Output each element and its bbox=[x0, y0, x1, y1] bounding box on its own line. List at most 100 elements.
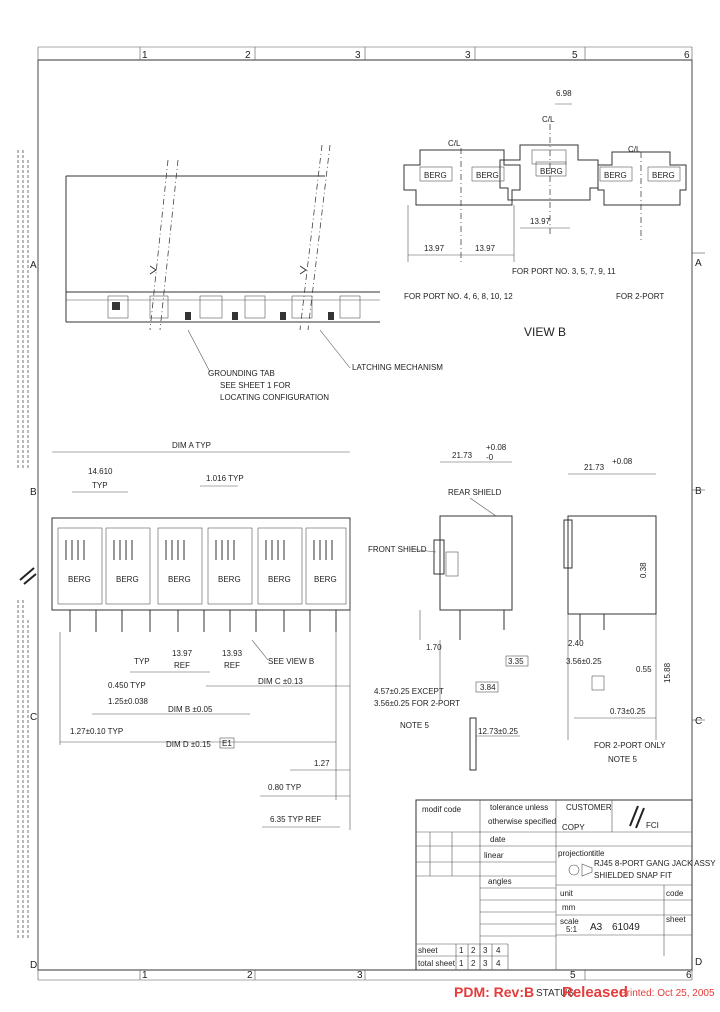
side2-dim-356: 3.56±0.25 bbox=[566, 657, 602, 666]
dim-c: DIM C ±0.13 bbox=[258, 677, 303, 686]
dim-127: 1.27 bbox=[314, 759, 330, 768]
side-note-a: 4.57±0.25 EXCEPT bbox=[374, 687, 444, 696]
scale-value: 5:1 bbox=[566, 925, 578, 934]
berg-label: BERG bbox=[268, 575, 291, 584]
side-dim-1273: 12.73±0.25 bbox=[478, 727, 519, 736]
latching-mechanism-note: LATCHING MECHANISM bbox=[352, 363, 443, 372]
sheet-num: 3 bbox=[483, 946, 488, 955]
side-dim-170: 1.70 bbox=[426, 643, 442, 652]
berg-label: BERG bbox=[604, 171, 627, 180]
front-pins bbox=[65, 540, 333, 560]
fci-logo-icon: FCI bbox=[629, 805, 659, 830]
col-label: 3 bbox=[355, 50, 361, 61]
scale-label: scale bbox=[560, 917, 579, 926]
total-sheet-label: total sheet bbox=[418, 959, 456, 968]
grounding-tab-note: LOCATING CONFIGURATION bbox=[220, 393, 329, 402]
caption-mid-ports: FOR PORT NO. 3, 5, 7, 9, 11 bbox=[512, 267, 616, 276]
side2-dim-073: 0.73±0.25 bbox=[610, 707, 646, 716]
side2-dim-055: 0.55 bbox=[636, 665, 652, 674]
centerline-label: C/L bbox=[628, 145, 641, 154]
side-view-2port: 21.73 +0.08 2.40 3.56±0.25 0.55 0.73±0.2… bbox=[563, 457, 672, 764]
total-num: 4 bbox=[496, 959, 501, 968]
front-leads bbox=[69, 610, 337, 632]
col-label: 6 bbox=[686, 970, 692, 981]
dim-635-typ-ref: 6.35 TYP REF bbox=[270, 815, 321, 824]
col-label: 1 bbox=[142, 970, 148, 981]
side-tol-plus: +0.08 bbox=[486, 443, 507, 452]
copy-label: COPY bbox=[562, 823, 585, 832]
unit-value: mm bbox=[562, 903, 576, 912]
company-name: FCI bbox=[646, 821, 659, 830]
dim-0450-typ: 0.450 TYP bbox=[108, 681, 146, 690]
angles-label: angles bbox=[488, 877, 512, 886]
side2-dim-240: 2.40 bbox=[568, 639, 584, 648]
berg-label: BERG bbox=[652, 171, 675, 180]
side-tol-minus: -0 bbox=[486, 453, 494, 462]
view-b-mid-connector: BERG C/L 6.98 13.97 bbox=[499, 89, 599, 235]
caption-2-port: FOR 2-PORT bbox=[616, 292, 664, 301]
sheet-num: 1 bbox=[459, 946, 464, 955]
row-label: A bbox=[695, 258, 702, 269]
side-dim-384: 3.84 bbox=[480, 683, 496, 692]
dim-ref-a: 13.97 bbox=[172, 649, 193, 658]
side-note5: NOTE 5 bbox=[400, 721, 429, 730]
side-note-b: 3.56±0.25 FOR 2-PORT bbox=[374, 699, 460, 708]
see-view-b-note: SEE VIEW B bbox=[268, 657, 314, 666]
side-dim-top: 21.73 bbox=[452, 451, 473, 460]
side2-tol-top: +0.08 bbox=[612, 457, 633, 466]
modif-code-label: modif code bbox=[422, 805, 462, 814]
berg-label: BERG bbox=[68, 575, 91, 584]
total-num: 2 bbox=[471, 959, 476, 968]
dim-a-typ: DIM A TYP bbox=[172, 441, 211, 450]
grounding-tab-note: SEE SHEET 1 FOR bbox=[220, 381, 291, 390]
total-num: 1 bbox=[459, 959, 464, 968]
side-view: 21.73 +0.08 -0 REAR SHIELD FRONT SHIELD … bbox=[368, 443, 529, 771]
berg-label: BERG bbox=[424, 171, 447, 180]
dim-125: 1.25±0.038 bbox=[108, 697, 149, 706]
dim-1016-typ: 1.016 TYP bbox=[206, 474, 244, 483]
front-dimensions: DIM A TYP 14.610 TYP 1.016 TYP 13.97 REF… bbox=[52, 441, 351, 830]
projection-symbol-icon bbox=[568, 863, 593, 877]
side2-dim-1588: 15.88 bbox=[663, 662, 672, 683]
dim-typ: TYP bbox=[92, 481, 108, 490]
row-label: B bbox=[30, 487, 37, 498]
view-b-left-connector: BERG BERG C/L 13.97 13.97 bbox=[403, 139, 521, 265]
projection-label: projection bbox=[558, 849, 593, 858]
tolerance-label: tolerance unless bbox=[490, 803, 548, 812]
dim-d-tag: E1 bbox=[222, 739, 232, 748]
col-label: 3 bbox=[465, 50, 471, 61]
grounding-tab-note: GROUNDING TAB bbox=[208, 369, 275, 378]
berg-label: BERG bbox=[168, 575, 191, 584]
side-dim-335: 3.35 bbox=[508, 657, 524, 666]
dim-ref: REF bbox=[174, 661, 190, 670]
status-value: Released bbox=[562, 984, 628, 1001]
side2-dim-038: 0.38 bbox=[639, 562, 648, 578]
dim-top: 6.98 bbox=[556, 89, 572, 98]
caption-left-ports: FOR PORT NO. 4, 6, 8, 10, 12 bbox=[404, 292, 513, 301]
row-label: D bbox=[30, 960, 37, 971]
col-label: 2 bbox=[245, 50, 251, 61]
side2-caption: FOR 2-PORT ONLY bbox=[594, 741, 666, 750]
format-value: A3 bbox=[590, 922, 603, 933]
berg-label: BERG bbox=[540, 167, 563, 176]
berg-label: BERG bbox=[116, 575, 139, 584]
centerline-label: C/L bbox=[542, 115, 555, 124]
status-label: STATUS: bbox=[536, 988, 577, 999]
border-column-labels: 1 2 3 3 5 6 1 2 3 5 6 A B C D A B C D bbox=[30, 50, 702, 981]
dim-ref-b: 13.93 bbox=[222, 649, 243, 658]
drawing-title-2: SHIELDED SNAP FIT bbox=[594, 871, 672, 880]
centerline-label: C/L bbox=[448, 139, 461, 148]
sheet-label-right: sheet bbox=[666, 915, 686, 924]
row-label: C bbox=[30, 712, 37, 723]
row-label: B bbox=[695, 486, 702, 497]
unit-label: unit bbox=[560, 889, 574, 898]
drawing-border bbox=[37, 46, 705, 981]
side2-note5: NOTE 5 bbox=[608, 755, 637, 764]
row-label: C bbox=[695, 716, 702, 727]
col-label: 5 bbox=[572, 50, 578, 61]
front-shield-label: FRONT SHIELD bbox=[368, 545, 427, 554]
berg-label: BERG bbox=[314, 575, 337, 584]
pdm-revision: PDM: Rev:B bbox=[454, 984, 535, 1000]
side2-dim-top: 21.73 bbox=[584, 463, 605, 472]
